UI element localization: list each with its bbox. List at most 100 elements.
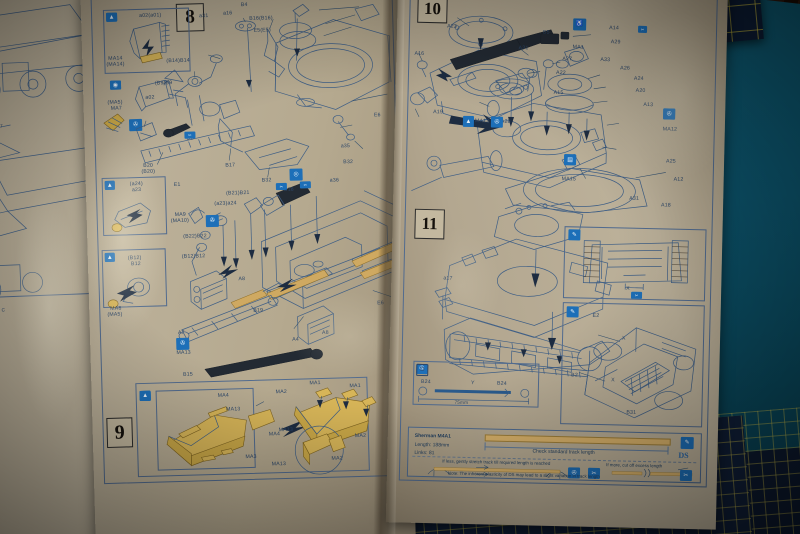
step-number-9: 9 xyxy=(106,417,134,449)
info-length: Length: 188mm xyxy=(414,441,450,449)
drill-icon: ▤ xyxy=(563,154,577,166)
label-b12c: (B12)B12 xyxy=(181,253,206,260)
dimension-tick xyxy=(667,446,669,455)
label-a20r: A20 xyxy=(635,87,646,94)
label-b31r: B31 xyxy=(626,409,637,416)
label-a19r: A19 xyxy=(433,109,444,116)
rotate-icon: ✇ xyxy=(490,116,504,128)
label-b15: B15 xyxy=(183,371,194,378)
label-a14r: A14 xyxy=(609,25,620,32)
prev-label: C7 xyxy=(0,123,3,129)
rotate-icon: ✇ xyxy=(205,214,220,228)
left-page: 8 a02(a01) MA14 (MA14) ✎ ▲ xyxy=(74,0,416,534)
label-a22r: A22 xyxy=(555,69,566,77)
label-ma13c: MA13 xyxy=(271,461,287,468)
label-b32: B32 xyxy=(343,159,354,166)
label-ma1a: MA1 xyxy=(309,380,321,387)
label-ma15: MA15 xyxy=(561,176,577,183)
label-b17: B17 xyxy=(225,162,236,169)
label-e4: E5(E5) xyxy=(253,27,271,34)
label-ma12a: MA12 xyxy=(474,118,490,125)
label-75mm: 75mm xyxy=(454,399,469,406)
cut-icon: ✂ xyxy=(184,131,196,139)
track-length-mini-art xyxy=(418,386,530,405)
label-ma4a: MA4 xyxy=(217,392,230,399)
label-ma13-a: MA13 xyxy=(176,349,191,357)
label-a7: A7 xyxy=(177,329,185,336)
b15-sprue-art xyxy=(204,348,323,378)
dimension-tick xyxy=(484,442,486,451)
label-a24r: A24 xyxy=(633,75,644,82)
label-b21: (B21)B21 xyxy=(225,189,250,197)
rotate-icon: ✇ xyxy=(176,337,190,351)
label-a31r: A31 xyxy=(518,45,529,52)
label-a16: a31 xyxy=(199,13,209,20)
label-a33r: A33 xyxy=(600,56,611,64)
callout-a23-art xyxy=(111,202,151,232)
label-ma13a: MA13 xyxy=(226,406,241,413)
inset-track-fit-art xyxy=(582,240,689,290)
label-a4: A4 xyxy=(292,336,300,343)
label-a15r: A15 xyxy=(553,89,564,97)
ds-badge: DS xyxy=(678,450,689,461)
label-ma1r: MA1 xyxy=(572,44,584,51)
label-a23r: A23 xyxy=(447,23,457,30)
label-a26r: A26 xyxy=(620,65,631,72)
label-a13r: A13 xyxy=(643,101,654,109)
cut-icon: ✂ xyxy=(299,181,311,189)
inset-engine-deck-art xyxy=(584,327,697,419)
prev-label: C xyxy=(1,307,6,313)
label-a12r: A12 xyxy=(673,176,684,183)
label-ma10: (MA10) xyxy=(170,217,190,225)
label-ma2b: MA2 xyxy=(354,432,367,440)
label-a25r: A25 xyxy=(666,158,676,165)
label-a16r: A16 xyxy=(414,50,425,57)
label-ma13b: MA13 xyxy=(278,426,294,434)
label-b16: B4 xyxy=(240,1,248,9)
label-b12b: B12 xyxy=(130,260,141,268)
label-b4: a16 xyxy=(222,10,233,17)
label-a02b: a02 xyxy=(145,94,155,101)
cut-icon: ✂ xyxy=(679,469,693,482)
cut-icon: ✂ xyxy=(630,291,643,299)
callout-b12-art xyxy=(107,277,151,309)
label-a17r: a17 xyxy=(443,275,453,282)
label-ma2a: MA2 xyxy=(275,388,288,396)
label-ma1b: MA1 xyxy=(349,382,361,390)
label-b20-alt: (B20) xyxy=(141,168,156,175)
step9-artwork xyxy=(166,387,377,475)
label-b22: (B22)B22 xyxy=(183,233,207,240)
track-info-box: Sherman M4A1 Length: 188mm Links: 81 Che… xyxy=(406,426,702,484)
label-ma12b: MA12 xyxy=(662,126,678,133)
label-b19: B19 xyxy=(253,307,264,314)
right-page: 10 xyxy=(385,0,738,530)
label-a35: a35 xyxy=(340,143,351,150)
label-a8b: A8 xyxy=(321,329,329,336)
cut-icon: ✂ xyxy=(275,182,288,191)
glue-icon: ▲ xyxy=(104,180,115,190)
label-a8a: A8 xyxy=(238,276,246,283)
cut-icon: ✂ xyxy=(637,25,648,33)
label-b2r: B2 xyxy=(571,372,579,379)
glue-icon: ▲ xyxy=(139,390,151,402)
optional-icon: D xyxy=(416,363,429,377)
label-x3: X xyxy=(626,285,630,292)
label-ma3: MA3 xyxy=(245,453,257,461)
track-length-bar xyxy=(484,434,671,446)
info-check-label: Check standard track length xyxy=(532,448,595,456)
label-b9: (B9)B9 xyxy=(154,80,173,87)
label-a36: a36 xyxy=(329,177,340,184)
label-e5: B16(B16) xyxy=(249,15,273,22)
label-ma5: (MA5) xyxy=(107,311,123,318)
paint-icon: ✎ xyxy=(680,436,694,450)
label-b14: (B14)B14 xyxy=(166,57,190,65)
label-b5r: B5 xyxy=(542,29,550,36)
label-ma2c: MA2 xyxy=(331,455,343,462)
rotate-icon: ✇ xyxy=(663,108,676,120)
step8b-artwork xyxy=(178,182,405,345)
label-e2r: E2 xyxy=(592,312,600,319)
glue-icon: ▲ xyxy=(104,252,115,262)
info-title: Sherman M4A1 xyxy=(414,432,451,440)
label-a23a24: (a23)a24 xyxy=(214,200,237,207)
